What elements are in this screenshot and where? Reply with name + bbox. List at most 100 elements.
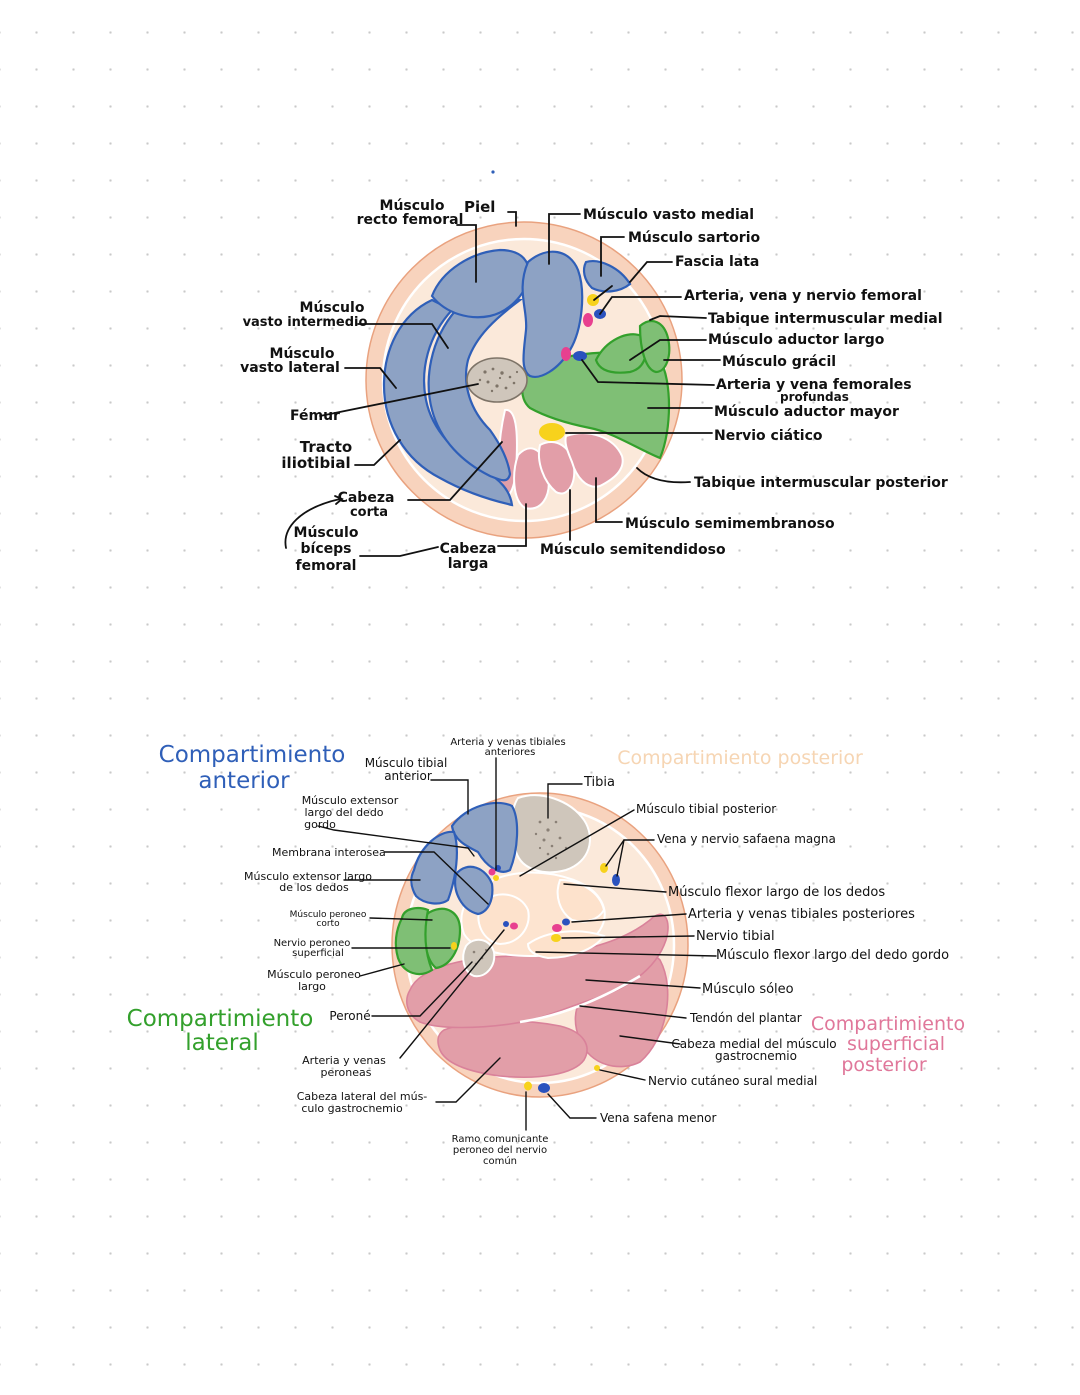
label-flexor-dedos: Músculo flexor largo de los dedos <box>668 885 885 900</box>
label-vasto-lateral-2: vasto lateral <box>240 360 340 376</box>
label-tibial-posterior: Músculo tibial posterior <box>636 802 776 816</box>
label-peroneo-largo-1: Músculo peroneo <box>267 968 361 981</box>
label-biceps-3: femoral <box>296 558 357 574</box>
label-extensor-dedo-gordo-2: largo del dedo <box>304 806 383 819</box>
title-anterior-1: Compartimiento <box>159 742 346 768</box>
label-vasto-lateral-1: Músculo <box>270 346 335 362</box>
label-interosea: Membrana interosea <box>272 846 386 859</box>
title-superficial-1: Compartimiento <box>811 1013 965 1035</box>
label-ramo-comunicante-2: peroneo del nervio <box>453 1145 547 1156</box>
label-arteria-femoral: Arteria, vena y nervio femoral <box>684 288 922 304</box>
label-safena-magna: Vena y nervio safaena magna <box>657 832 836 846</box>
label-gracil: Músculo grácil <box>722 354 836 370</box>
title-superficial-2: superficial <box>847 1033 945 1055</box>
label-aductor-mayor: Músculo aductor mayor <box>714 404 899 420</box>
posterior-tibial-artery <box>552 924 562 932</box>
label-sartorio: Músculo sartorio <box>628 230 760 246</box>
label-flexor-dedo-gordo: Músculo flexor largo del dedo gordo <box>716 948 949 963</box>
label-tibial-anterior-1: Músculo tibial <box>365 756 448 770</box>
femoral-nerve <box>587 294 599 306</box>
label-biceps-1: Músculo <box>294 525 359 541</box>
label-semimembranoso: Músculo semimembranoso <box>625 516 835 532</box>
label-peroneo-corto-1: Músculo peroneo <box>290 910 367 920</box>
label-tabique-posterior: Tabique intermuscular posterior <box>694 475 948 491</box>
deep-femoral-artery <box>561 347 571 361</box>
extensor-digitorum-longus-muscle <box>410 830 458 905</box>
label-vasto-intermedio-2: vasto intermedio <box>243 315 368 330</box>
femoral-artery <box>583 313 593 327</box>
title-lateral-1: Compartimiento <box>127 1006 314 1032</box>
label-aductor-largo: Músculo aductor largo <box>708 332 885 348</box>
label-arteria-peroneas-2: peroneas <box>321 1066 372 1079</box>
peroneus-longus-muscle <box>394 907 434 976</box>
label-semitendidoso: Músculo semitendidoso <box>540 542 726 558</box>
label-cabeza-corta-1: Cabeza <box>338 490 395 506</box>
label-nervio-peroneo-sup-2: superficial <box>292 948 344 959</box>
label-tibiales-anteriores-2: anteriores <box>485 747 536 758</box>
thigh-labels: Músculo recto femoral Piel Músculo vasto… <box>240 198 948 574</box>
label-cabeza-corta-2: corta <box>350 505 388 520</box>
peroneal-vein <box>503 921 509 927</box>
label-femorales-profundas-1: Arteria y vena femorales <box>716 377 912 393</box>
gracilis-muscle <box>638 320 671 374</box>
label-femorales-profundas-2: profundas <box>780 390 849 404</box>
tibialis-posterior-muscle <box>477 893 530 946</box>
label-vasto-medial: Músculo vasto medial <box>583 207 754 223</box>
label-tendon-plantar: Tendón del plantar <box>689 1011 802 1025</box>
tibialis-anterior-muscle <box>450 801 519 873</box>
anterior-tibial-artery <box>488 868 496 876</box>
label-ramo-comunicante-1: Ramo comunicante <box>452 1134 549 1145</box>
gastrocnemius-lateral-head-muscle <box>437 1020 588 1079</box>
label-ramo-comunicante-3: común <box>483 1155 517 1167</box>
label-peroneo-corto-2: corto <box>316 919 340 929</box>
label-gastro-lateral-1: Cabeza lateral del mús- <box>297 1090 428 1103</box>
label-extensor-dedo-gordo-3: gordo <box>304 818 336 831</box>
vastus-medialis-muscle <box>521 250 584 378</box>
semimembranosus-muscle <box>564 432 624 488</box>
femur-marrow-dots <box>478 367 519 393</box>
deep-femoral-vein <box>573 351 587 361</box>
great-saphenous-vein <box>612 874 620 886</box>
vastus-lateralis-muscle <box>382 298 514 507</box>
label-extensor-dedos-2: de los dedos <box>279 881 349 894</box>
label-peroneo-largo-2: largo <box>298 980 326 993</box>
anterior-tibial-nerve <box>493 875 499 881</box>
label-tibiales-posteriores: Arteria y venas tibiales posteriores <box>688 907 915 922</box>
posterior-tibial-vein <box>562 918 570 926</box>
label-extensor-dedos-1: Músculo extensor largo <box>244 870 372 883</box>
label-tibiales-anteriores-1: Arteria y venas tibiales <box>450 737 565 748</box>
sural-nerve <box>594 1065 600 1071</box>
label-gastro-medial-1: Cabeza medial del músculo <box>671 1037 836 1051</box>
label-tibia: Tibia <box>583 775 615 790</box>
label-cabeza-larga-2: larga <box>448 556 489 572</box>
title-lateral-2: lateral <box>185 1030 259 1056</box>
label-gastro-medial-2: gastrocnemio <box>715 1049 797 1063</box>
label-tibial-anterior-2: anterior <box>384 769 432 783</box>
label-recto-femoral-2: recto femoral <box>357 212 464 228</box>
title-superficial-3: posterior <box>841 1054 926 1076</box>
leg-leader-lines <box>317 757 717 1131</box>
label-femur: Fémur <box>290 408 340 424</box>
label-iliotibial-2: iliotibial <box>281 454 350 472</box>
leg-compartment-titles: Compartimiento anterior Compartimiento p… <box>127 742 965 1076</box>
tibia-marrow-dots <box>534 820 568 860</box>
label-iliotibial-1: Tracto <box>300 438 352 456</box>
label-nervio-tibial: Nervio tibial <box>696 929 775 944</box>
label-extensor-dedo-gordo-1: Músculo extensor <box>302 794 399 807</box>
label-ciatico: Nervio ciático <box>714 428 823 444</box>
leg-labels: Arteria y venas tibiales anteriores Músc… <box>244 737 949 1167</box>
label-safena-menor: Vena safena menor <box>600 1111 716 1125</box>
communicating-branch-nerve <box>524 1081 532 1091</box>
label-biceps-2: bíceps <box>301 541 352 557</box>
label-soleo: Músculo sóleo <box>702 982 794 997</box>
label-perone: Peroné <box>329 1009 370 1023</box>
label-vasto-intermedio-1: Músculo <box>300 300 365 316</box>
label-recto-femoral-1: Músculo <box>380 198 445 214</box>
femur-bone <box>466 357 528 403</box>
label-nervio-peroneo-sup-1: Nervio peroneo <box>274 938 351 949</box>
sciatic-nerve <box>539 423 565 441</box>
label-tabique-medial: Tabique intermuscular medial <box>708 311 943 327</box>
label-fascia-lata: Fascia lata <box>675 254 759 270</box>
